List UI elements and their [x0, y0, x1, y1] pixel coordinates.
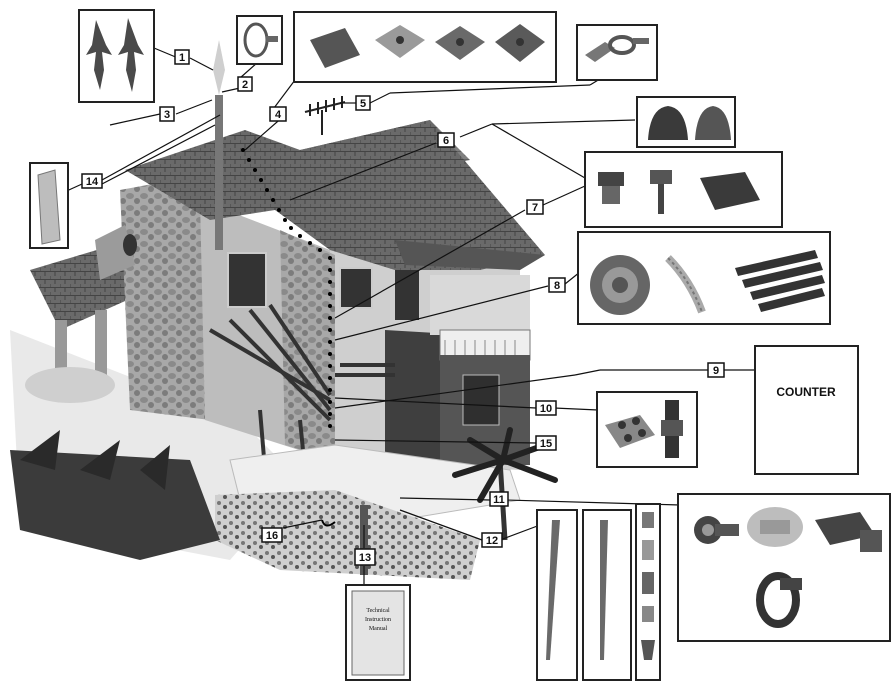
inset-roof-supports: [294, 12, 556, 82]
svg-text:4: 4: [275, 109, 282, 121]
manual-line-2: Instruction: [365, 617, 391, 623]
inset-counter: COUNTER: [755, 346, 858, 474]
callout-2: 2: [238, 77, 252, 91]
callout-7: 7: [527, 200, 543, 214]
callout-1: 1: [175, 50, 189, 64]
svg-text:7: 7: [532, 202, 538, 214]
callout-9: 9: [708, 363, 724, 377]
inset-conductors: [578, 232, 830, 324]
callout-12: 12: [482, 533, 502, 547]
callout-15: 15: [536, 436, 556, 450]
inset-earth-rods: [537, 510, 631, 680]
inset-conductor-roll: [30, 163, 68, 248]
callout-16: 16: [262, 528, 282, 542]
tv-antenna: [305, 96, 345, 135]
callout-13: 13: [355, 549, 375, 565]
svg-text:9: 9: [713, 365, 719, 377]
svg-text:13: 13: [359, 552, 371, 564]
inset-rod-couplers: [636, 504, 660, 680]
callout-6: 6: [438, 133, 454, 147]
inset-antenna-clamp: [577, 25, 657, 80]
inset-earth-clamps: [678, 494, 890, 641]
inset-ring-clamp: [237, 16, 282, 64]
callout-4: 4: [270, 107, 286, 121]
svg-text:14: 14: [86, 176, 99, 188]
callout-3: 3: [160, 107, 174, 121]
svg-text:16: 16: [266, 530, 278, 542]
air-terminal: [213, 40, 225, 95]
callout-11: 11: [490, 492, 508, 506]
counter-label: COUNTER: [776, 385, 836, 399]
inset-air-terminals: [79, 10, 154, 102]
svg-text:1: 1: [179, 52, 185, 64]
svg-text:3: 3: [164, 109, 170, 121]
stone-pillar: [280, 230, 335, 460]
callout-10: 10: [536, 401, 556, 415]
callout-5: 5: [356, 96, 370, 110]
svg-text:8: 8: [554, 280, 560, 292]
svg-text:12: 12: [486, 535, 498, 547]
mast: [215, 95, 223, 250]
inset-conductor-holders: [585, 152, 782, 227]
inset-dome-fittings: [637, 97, 735, 147]
inset-manual: Technical Instruction Manual: [346, 585, 410, 680]
svg-text:10: 10: [540, 403, 552, 415]
manual-line-3: Manual: [369, 626, 388, 632]
svg-text:11: 11: [493, 494, 505, 506]
svg-text:2: 2: [242, 79, 248, 91]
svg-text:15: 15: [540, 438, 552, 450]
callout-14: 14: [82, 174, 102, 188]
svg-text:5: 5: [360, 98, 366, 110]
svg-text:6: 6: [443, 135, 449, 147]
bushes: [10, 450, 220, 560]
inset-test-joint: [597, 392, 697, 467]
callout-8: 8: [549, 278, 565, 292]
manual-line-1: Technical: [366, 608, 390, 614]
